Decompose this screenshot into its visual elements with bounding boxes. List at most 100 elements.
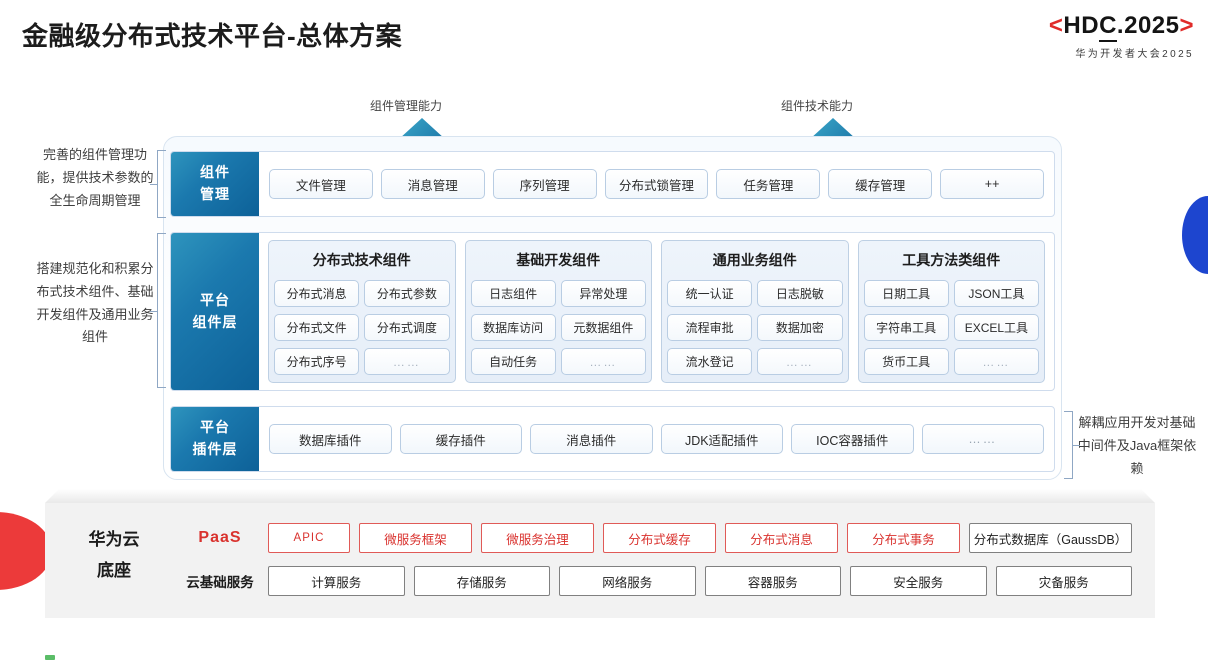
group-grid-basic-development: 日志组件 异常处理 数据库访问 元数据组件 自动任务 ……	[470, 280, 646, 377]
cell-exception-handling[interactable]: 异常处理	[560, 280, 646, 307]
cell-currency-tool[interactable]: 货币工具	[863, 348, 949, 375]
cell-distributed-file[interactable]: 分布式文件	[274, 314, 360, 341]
cbox-storage-service[interactable]: 存储服务	[413, 566, 550, 596]
bracket-component-management	[150, 150, 166, 218]
cbox-container-service[interactable]: 容器服务	[704, 566, 841, 596]
row-body-platform-plugin-layer: 数据库插件 缓存插件 消息插件 JDK适配插件 IOC容器插件 ……	[259, 407, 1054, 471]
chip-jdk-adapter-plugin[interactable]: JDK适配插件	[660, 424, 783, 454]
row-label-platform-plugin-layer: 平台 插件层	[171, 407, 259, 471]
chip-database-plugin[interactable]: 数据库插件	[269, 424, 392, 454]
cell-more[interactable]: ……	[757, 348, 843, 375]
chip-cache-management[interactable]: 缓存管理	[828, 169, 933, 199]
cell-transaction-registration[interactable]: 流水登记	[667, 348, 753, 375]
group-title-general-business: 通用业务组件	[712, 252, 797, 268]
cell-more[interactable]: ……	[364, 348, 450, 375]
cbox-apic[interactable]: APIC	[268, 523, 350, 553]
cbox-distributed-message[interactable]: 分布式消息	[724, 523, 838, 553]
cbox-microservice-framework[interactable]: 微服务框架	[358, 523, 472, 553]
group-distributed-technology: 分布式技术组件 分布式消息 分布式参数 分布式文件 分布式调度 分布式序号 ……	[268, 240, 456, 383]
cell-log-component[interactable]: 日志组件	[470, 280, 556, 307]
row-label-line2: 插件层	[192, 441, 238, 457]
logo-text-c: C	[1099, 12, 1117, 42]
hdc-logo-subtitle: 华为开发者大会2025	[1075, 49, 1194, 60]
hdc-logo: <HDC.2025> 华为开发者大会2025	[1048, 12, 1194, 60]
cell-distributed-serial-number[interactable]: 分布式序号	[274, 348, 360, 375]
annotation-left-component-management: 完善的组件管理功能，提供技术参数的全生命周期管理	[36, 147, 154, 208]
row-label-line2: 管理	[200, 186, 230, 202]
cell-distributed-parameter[interactable]: 分布式参数	[364, 280, 450, 307]
group-basic-development: 基础开发组件 日志组件 异常处理 数据库访问 元数据组件 自动任务 ……	[464, 240, 652, 383]
cell-more[interactable]: ……	[560, 348, 646, 375]
cloud-base-panel	[45, 503, 1155, 618]
cbox-security-service[interactable]: 安全服务	[850, 566, 987, 596]
cloud-base-rows: PaaS APIC 微服务框架 微服务治理 分布式缓存 分布式消息 分布式事务 …	[172, 521, 1132, 598]
chip-distributed-lock-management[interactable]: 分布式锁管理	[604, 169, 709, 199]
cell-data-encryption[interactable]: 数据加密	[757, 314, 843, 341]
cloud-base-top-bevel	[45, 489, 1155, 503]
cloud-base-label: 华为云 底座	[68, 524, 160, 587]
group-grid-distributed-technology: 分布式消息 分布式参数 分布式文件 分布式调度 分布式序号 ……	[274, 280, 450, 377]
row-label-line1: 组件	[200, 164, 230, 181]
chip-cache-plugin[interactable]: 缓存插件	[399, 424, 522, 454]
cloud-row-name-paas: PaaS	[198, 529, 242, 546]
cell-unified-authentication[interactable]: 统一认证	[667, 280, 753, 307]
cell-string-tool[interactable]: 字符串工具	[863, 314, 949, 341]
chip-more[interactable]: ++	[940, 169, 1045, 199]
cloud-items-paas: APIC 微服务框架 微服务治理 分布式缓存 分布式消息 分布式事务 分布式数据…	[268, 523, 1132, 553]
chip-sequence-management[interactable]: 序列管理	[492, 169, 597, 199]
chip-message-plugin[interactable]: 消息插件	[530, 424, 653, 454]
group-title-basic-development: 基础开发组件	[516, 252, 601, 268]
cell-distributed-message[interactable]: 分布式消息	[274, 280, 360, 307]
cell-json-tool[interactable]: JSON工具	[953, 280, 1039, 307]
right-lens-decoration	[1182, 196, 1208, 274]
logo-text-hd: HD	[1063, 12, 1100, 39]
row-label-line1: 平台	[200, 291, 230, 308]
cell-date-tool[interactable]: 日期工具	[863, 280, 949, 307]
cell-more[interactable]: ……	[953, 348, 1039, 375]
cell-excel-tool[interactable]: EXCEL工具	[953, 314, 1039, 341]
cloud-base-label-line2: 底座	[97, 561, 131, 581]
cell-process-approval[interactable]: 流程审批	[667, 314, 753, 341]
cloud-items-cloud-basic-services: 计算服务 存储服务 网络服务 容器服务 安全服务 灾备服务	[268, 566, 1132, 596]
component-groups: 分布式技术组件 分布式消息 分布式参数 分布式文件 分布式调度 分布式序号 ………	[259, 233, 1054, 390]
group-title-distributed-technology: 分布式技术组件	[312, 252, 411, 268]
row-platform-component-layer: 平台 组件层 分布式技术组件 分布式消息 分布式参数 分布式文件 分布式调度 分…	[170, 232, 1055, 391]
cbox-network-service[interactable]: 网络服务	[559, 566, 696, 596]
chip-task-management[interactable]: 任务管理	[716, 169, 821, 199]
cell-log-desensitization[interactable]: 日志脱敏	[757, 280, 843, 307]
row-component-management: 组件 管理 文件管理 消息管理 序列管理 分布式锁管理 任务管理 缓存管理 ++	[170, 151, 1055, 217]
logo-bracket-right-icon: >	[1179, 12, 1194, 39]
chip-file-management[interactable]: 文件管理	[269, 169, 373, 199]
row-label-component-management: 组件 管理	[171, 152, 259, 216]
cell-automatic-task[interactable]: 自动任务	[470, 348, 556, 375]
row-label-platform-component-layer: 平台 组件层	[171, 233, 259, 390]
cbox-disaster-recovery-service[interactable]: 灾备服务	[995, 566, 1132, 596]
annotation-left-component-layer: 搭建规范化和积累分布式技术组件、基础开发组件及通用业务组件	[36, 261, 154, 345]
group-general-business: 通用业务组件 统一认证 日志脱敏 流程审批 数据加密 流水登记 ……	[661, 240, 849, 383]
row-label-line1: 平台	[200, 419, 230, 436]
group-grid-general-business: 统一认证 日志脱敏 流程审批 数据加密 流水登记 ……	[667, 280, 843, 377]
group-title-tool-method: 工具方法类组件	[902, 252, 1001, 268]
chip-message-management[interactable]: 消息管理	[380, 169, 485, 199]
cloud-row-cloud-basic-services: 云基础服务 计算服务 存储服务 网络服务 容器服务 安全服务 灾备服务	[172, 564, 1132, 598]
cell-metadata-component[interactable]: 元数据组件	[560, 314, 646, 341]
bracket-component-layer	[150, 233, 166, 388]
logo-bracket-left-icon: <	[1048, 12, 1064, 39]
cell-distributed-scheduling[interactable]: 分布式调度	[364, 314, 450, 341]
cbox-compute-service[interactable]: 计算服务	[268, 566, 405, 596]
hdc-logo-main: <HDC.2025>	[1048, 12, 1194, 42]
chip-ioc-container-plugin[interactable]: IOC容器插件	[791, 424, 914, 454]
arrow-label-component-management: 组件管理能力	[370, 99, 443, 113]
cloud-base-label-line1: 华为云	[88, 530, 140, 549]
cbox-distributed-database-gaussdb[interactable]: 分布式数据库（GaussDB）	[969, 523, 1132, 553]
bracket-plugin-layer	[1064, 411, 1080, 479]
chip-more[interactable]: ……	[921, 424, 1044, 454]
cbox-microservice-governance[interactable]: 微服务治理	[480, 523, 594, 553]
cloud-row-paas: PaaS APIC 微服务框架 微服务治理 分布式缓存 分布式消息 分布式事务 …	[172, 521, 1132, 555]
cell-database-access[interactable]: 数据库访问	[470, 314, 556, 341]
logo-text-year: .2025	[1116, 12, 1180, 39]
cbox-distributed-cache[interactable]: 分布式缓存	[602, 523, 716, 553]
arrow-label-component-technology: 组件技术能力	[781, 99, 854, 113]
row-body-component-management: 文件管理 消息管理 序列管理 分布式锁管理 任务管理 缓存管理 ++	[259, 152, 1054, 216]
cbox-distributed-transaction[interactable]: 分布式事务	[847, 523, 961, 553]
